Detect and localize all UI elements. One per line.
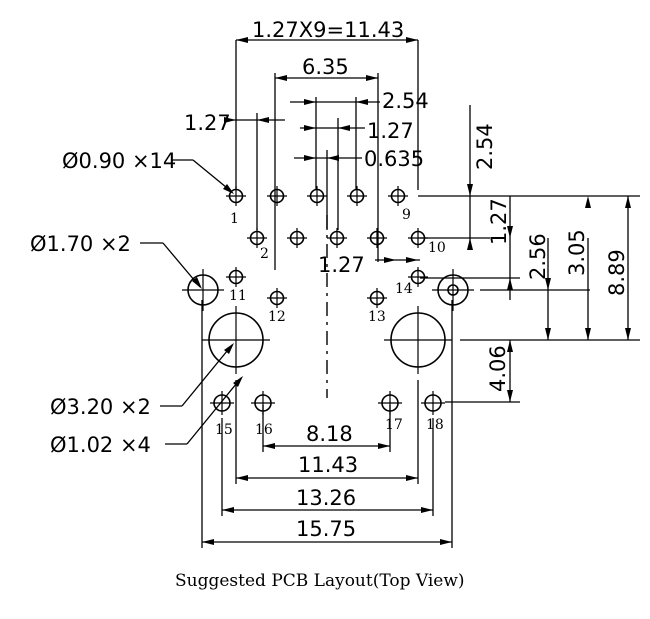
dim-pitch-total-label: 1.27X9=11.43 <box>252 18 404 42</box>
dim-889: 8.89 <box>460 196 640 341</box>
mount-hole-left <box>202 306 270 374</box>
dim-256: 2.56 <box>480 233 590 340</box>
dim-254-label: 2.54 <box>382 89 429 113</box>
pin-label-9: 9 <box>402 207 411 223</box>
shield-pad <box>251 391 275 415</box>
dim-254-vert: 2.54 <box>420 105 497 250</box>
callout-signal: Ø0.90 ×14 <box>62 149 234 194</box>
dim-305-label: 3.05 <box>565 229 589 276</box>
pin-label-13: 13 <box>368 309 386 325</box>
pin-label-1: 1 <box>230 211 239 227</box>
drawing-caption: Suggested PCB Layout(Top View) <box>175 571 465 591</box>
dim-pitch-total: 1.27X9=11.43 <box>235 18 419 190</box>
pin-label-15: 15 <box>215 422 233 438</box>
pin-label-16: 16 <box>255 422 273 438</box>
shield-pad <box>421 391 445 415</box>
signal-pad <box>327 228 347 248</box>
dim-818: 8.18 <box>262 405 391 452</box>
pin-label-14: 14 <box>395 281 413 297</box>
dim-0635: 0.635 <box>294 147 424 230</box>
led-hole-left <box>182 269 224 311</box>
pin-label-2: 2 <box>260 246 269 262</box>
dim-406: 4.06 <box>445 340 520 403</box>
pin-label-12: 12 <box>268 309 286 325</box>
dim-1575: 15.75 <box>201 300 453 548</box>
pin-label-18: 18 <box>426 417 444 433</box>
dim-127-left: 1.27 <box>184 111 285 230</box>
dim-1326: 13.26 <box>221 418 434 516</box>
signal-pad <box>347 186 367 206</box>
dim-0635-label: 0.635 <box>364 147 424 171</box>
dim-127-mid: 1.27 <box>318 253 420 277</box>
dim-254: 2.54 <box>290 89 429 190</box>
signal-pad <box>287 228 307 248</box>
dim-127-inner-label: 1.27 <box>367 119 414 143</box>
led-pin-pad <box>367 288 387 308</box>
shield-pads <box>210 391 445 415</box>
dim-635-label: 6.35 <box>302 55 349 79</box>
dim-256-label: 2.56 <box>526 233 550 280</box>
dim-305: 3.05 <box>565 196 591 340</box>
mount-hole-right <box>384 306 452 374</box>
callout-shield: Ø1.02 ×4 <box>50 376 243 457</box>
signal-pad <box>408 228 428 248</box>
dim-127-vert: 1.27 <box>418 195 640 300</box>
signal-pads <box>226 186 428 308</box>
pin-label-10: 10 <box>428 240 446 256</box>
dim-406-label: 4.06 <box>486 345 510 392</box>
dim-1575-label: 15.75 <box>296 517 356 541</box>
dim-889-label: 8.89 <box>605 249 629 296</box>
signal-pad <box>267 186 287 206</box>
callout-mount: Ø3.20 ×2 <box>50 343 234 419</box>
led-pin-pad <box>267 288 287 308</box>
dim-127-inner: 1.27 <box>300 118 414 230</box>
signal-pad <box>367 228 387 248</box>
callout-led: Ø1.70 ×2 <box>30 232 202 289</box>
dim-127-left-label: 1.27 <box>184 111 231 135</box>
callout-led-label: Ø1.70 ×2 <box>30 232 131 256</box>
signal-pad <box>388 186 408 206</box>
dim-635: 6.35 <box>274 55 379 270</box>
dim-254-vert-label: 2.54 <box>473 123 497 170</box>
dim-1326-label: 13.26 <box>296 486 356 510</box>
signal-pad <box>307 186 327 206</box>
signal-pad <box>247 228 267 248</box>
dim-1143-label: 11.43 <box>298 453 358 477</box>
dim-1143: 11.43 <box>235 380 419 484</box>
led-pin-pad <box>408 267 428 287</box>
callout-mount-label: Ø3.20 ×2 <box>50 395 151 419</box>
signal-pad <box>226 186 246 206</box>
callout-signal-label: Ø0.90 ×14 <box>62 149 176 173</box>
led-pin-pad <box>226 267 246 287</box>
shield-pad <box>210 391 234 415</box>
pin-label-11: 11 <box>229 288 247 304</box>
callout-shield-label: Ø1.02 ×4 <box>50 433 151 457</box>
dim-127-mid-label: 1.27 <box>318 253 365 277</box>
shield-pad <box>378 391 402 415</box>
dim-818-label: 8.18 <box>306 422 353 446</box>
led-hole-right <box>432 269 474 311</box>
pin-label-17: 17 <box>385 417 403 433</box>
dim-127-vert-label: 1.27 <box>487 198 511 245</box>
